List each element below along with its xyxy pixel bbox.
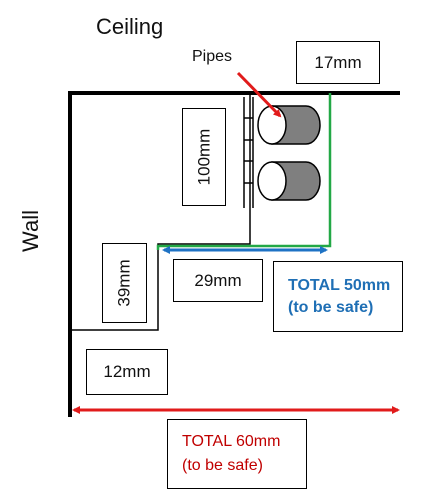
total-50mm-box: TOTAL 50mm (to be safe) [273, 261, 403, 332]
total-60mm-note: (to be safe) [182, 457, 263, 474]
total-60mm-title: TOTAL 60mm [182, 433, 281, 450]
dimension-100mm-text: 100mm [194, 128, 213, 186]
inner-frame-outline [70, 93, 251, 331]
dimension-12mm-text: 12mm [103, 362, 151, 381]
dimension-17mm-text: 17mm [314, 52, 362, 72]
ceiling-label: Ceiling [96, 14, 164, 39]
dimension-29mm: 29mm [173, 259, 263, 302]
pipes-pointer-arrow [236, 71, 282, 118]
dimension-17mm: 17mm [296, 41, 380, 84]
pipes-label: Pipes [192, 48, 233, 65]
upper-pipe [257, 105, 321, 145]
total-50mm-title: TOTAL 50mm [288, 276, 391, 294]
total-60mm-box: TOTAL 60mm (to be safe) [167, 419, 307, 489]
total-50mm-note: (to be safe) [288, 298, 374, 316]
dimension-100mm: 100mm [182, 108, 226, 206]
lower-pipe [257, 161, 321, 201]
dimension-39mm: 39mm [102, 243, 147, 323]
dimension-12mm: 12mm [86, 349, 168, 395]
dimension-29mm-text: 29mm [194, 270, 242, 290]
wall-label: Wall [17, 210, 43, 252]
dimension-39mm-text: 39mm [114, 259, 134, 307]
